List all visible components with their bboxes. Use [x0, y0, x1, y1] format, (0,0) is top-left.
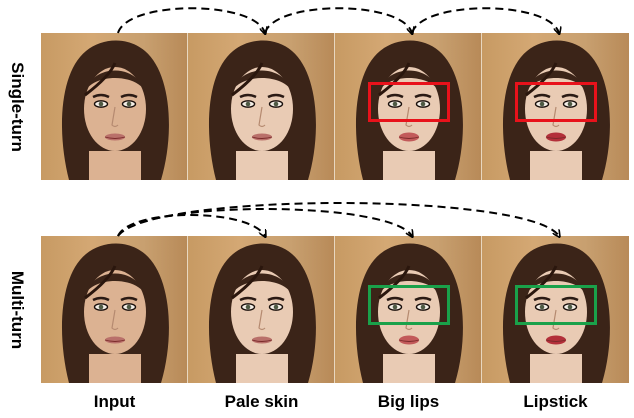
- single-turn-pale-skin-image: [188, 33, 335, 180]
- dashed-arrow-icon: [117, 202, 559, 236]
- attention-box-red: [368, 82, 450, 122]
- single-turn-lipstick-image: [482, 33, 629, 180]
- multi-turn-pale-skin-image: [188, 236, 335, 383]
- attention-box-red: [515, 82, 597, 122]
- single-turn-big-lips-image: [335, 33, 482, 180]
- caption-lipstick: Lipstick: [523, 392, 588, 411]
- column-captions: Input Pale skin Big lips Lipstick: [41, 392, 629, 412]
- multi-turn-row: [41, 236, 629, 383]
- dashed-arrow-icon: [117, 208, 412, 236]
- multi-turn-lipstick-image: [482, 236, 629, 383]
- multi-turn-big-lips-image: [335, 236, 482, 383]
- caption-big-lips: Big lips: [377, 392, 440, 411]
- dashed-arrow-icon: [264, 7, 412, 33]
- dashed-arrow-icon: [117, 7, 265, 33]
- single-turn-input-image: [41, 33, 188, 180]
- dashed-arrow-icon: [411, 7, 559, 33]
- multi-turn-input-image: [41, 236, 188, 383]
- attention-box-green: [368, 285, 450, 325]
- caption-pale-skin: Pale skin: [224, 392, 299, 411]
- attention-box-green: [515, 285, 597, 325]
- dashed-arrow-icon: [117, 214, 265, 236]
- single-turn-row: [41, 33, 629, 180]
- caption-input: Input: [93, 392, 136, 411]
